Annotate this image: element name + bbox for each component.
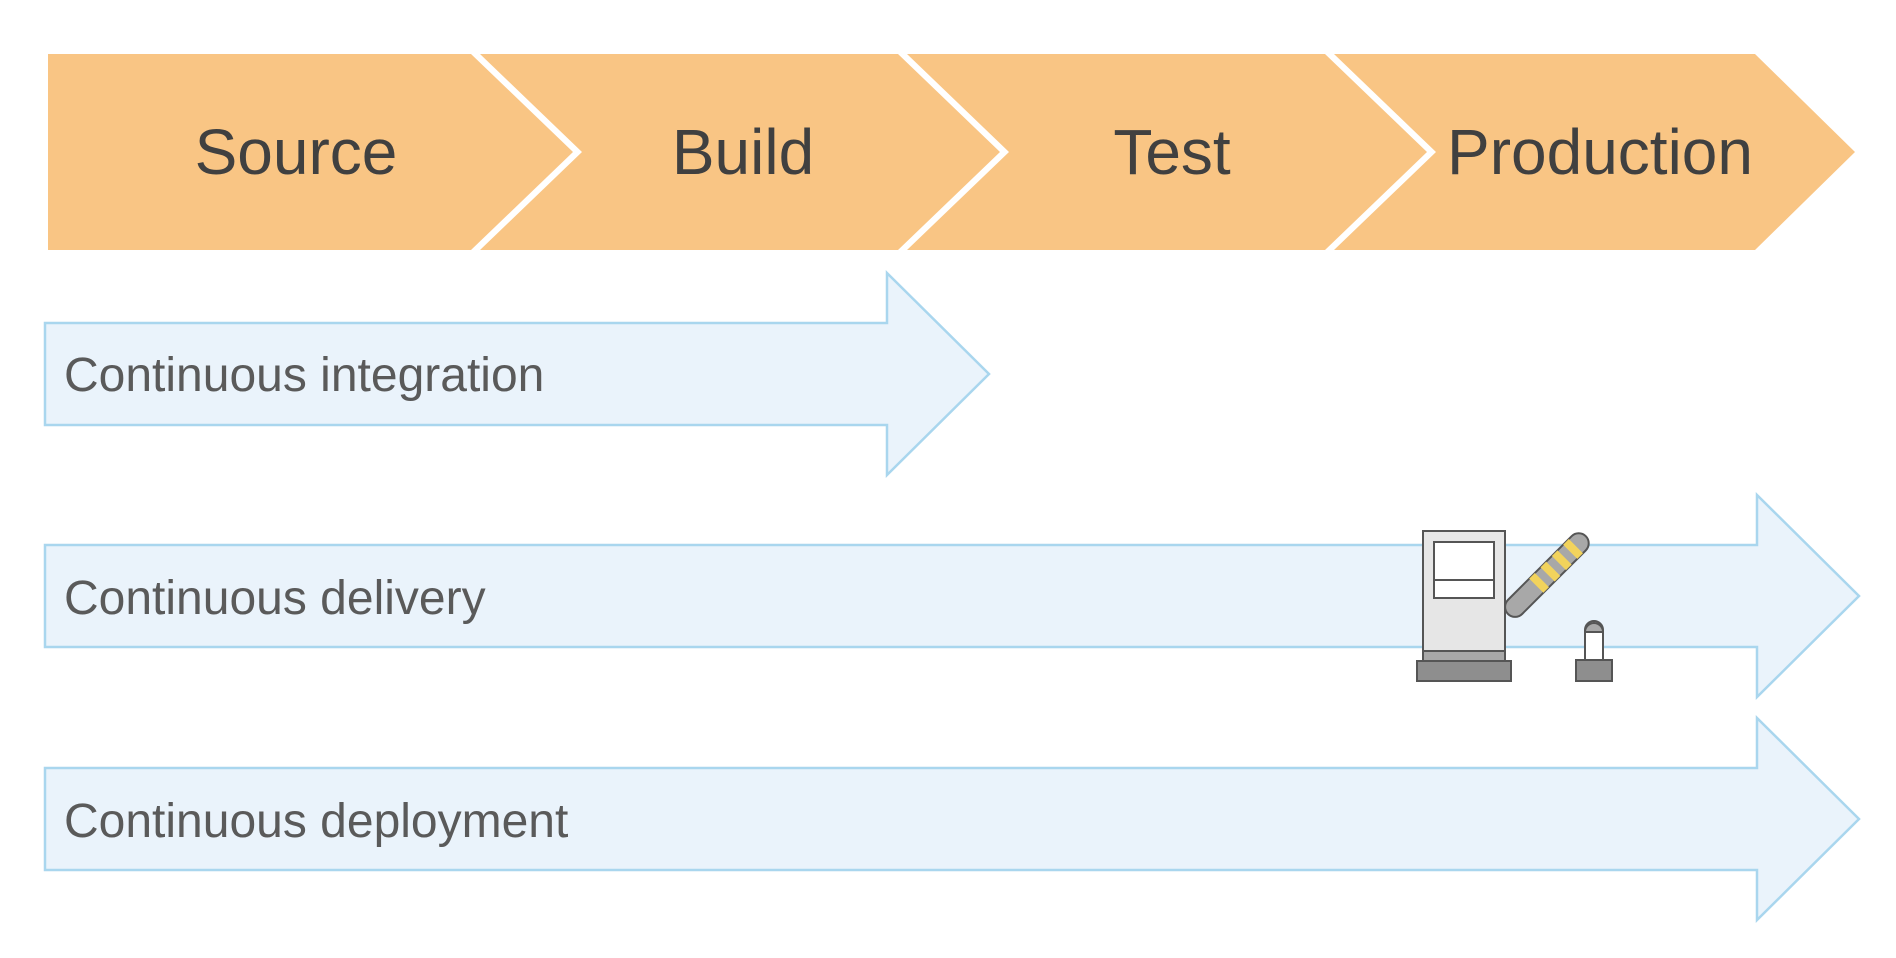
toll-barrier-gate-icon <box>1416 530 1613 682</box>
continuous-integration-label: Continuous integration <box>64 349 544 402</box>
stage-test-label: Test <box>1113 116 1231 188</box>
stage-chevrons: Source Build Test Production <box>48 54 1855 250</box>
stage-production-label: Production <box>1447 116 1753 188</box>
stage-build-chevron <box>480 54 1000 250</box>
continuous-delivery-arrow <box>43 492 1861 700</box>
stage-source-chevron <box>48 54 573 250</box>
continuous-integration-arrow <box>43 270 991 478</box>
continuous-deployment-label: Continuous deployment <box>64 795 568 848</box>
continuous-deployment-arrow <box>43 715 1861 923</box>
stage-production-chevron <box>1334 54 1855 250</box>
stage-source-label: Source <box>195 116 398 188</box>
flow-arrows: Continuous integration Continuous delive… <box>43 270 1861 923</box>
stage-test-chevron <box>907 54 1427 250</box>
continuous-delivery-label: Continuous delivery <box>64 572 486 625</box>
stage-build-label: Build <box>672 116 814 188</box>
